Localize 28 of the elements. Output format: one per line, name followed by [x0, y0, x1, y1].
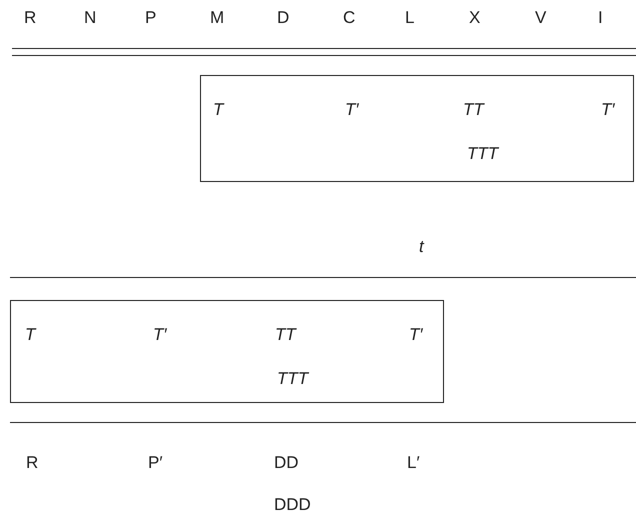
column-heading: C [343, 8, 356, 28]
row-label: L′ [407, 453, 420, 473]
symbol-label: T [213, 100, 224, 120]
column-heading: I [598, 8, 603, 28]
bracket-box [200, 75, 634, 182]
symbol-label: TTT [277, 369, 308, 389]
column-heading: X [469, 8, 480, 28]
symbol-label: TT [463, 100, 484, 120]
column-heading: V [535, 8, 546, 28]
row-label: R [26, 453, 38, 473]
symbol-label: T′ [153, 325, 167, 345]
column-heading: N [84, 8, 96, 28]
symbol-label: t [419, 237, 424, 257]
symbol-label: TT [275, 325, 296, 345]
row-label: DD [274, 453, 299, 473]
column-heading: P [145, 8, 156, 28]
row-label: P′ [148, 453, 163, 473]
column-heading: R [24, 8, 36, 28]
column-heading: D [277, 8, 290, 28]
bracket-box [10, 300, 444, 403]
row-label: DDD [274, 495, 311, 515]
symbol-label: T′ [601, 100, 615, 120]
column-heading: M [210, 8, 224, 28]
symbol-label: T′ [409, 325, 423, 345]
symbol-label: TTT [467, 144, 498, 164]
column-heading: L [405, 8, 414, 28]
symbol-label: T′ [345, 100, 359, 120]
symbol-label: T [25, 325, 36, 345]
